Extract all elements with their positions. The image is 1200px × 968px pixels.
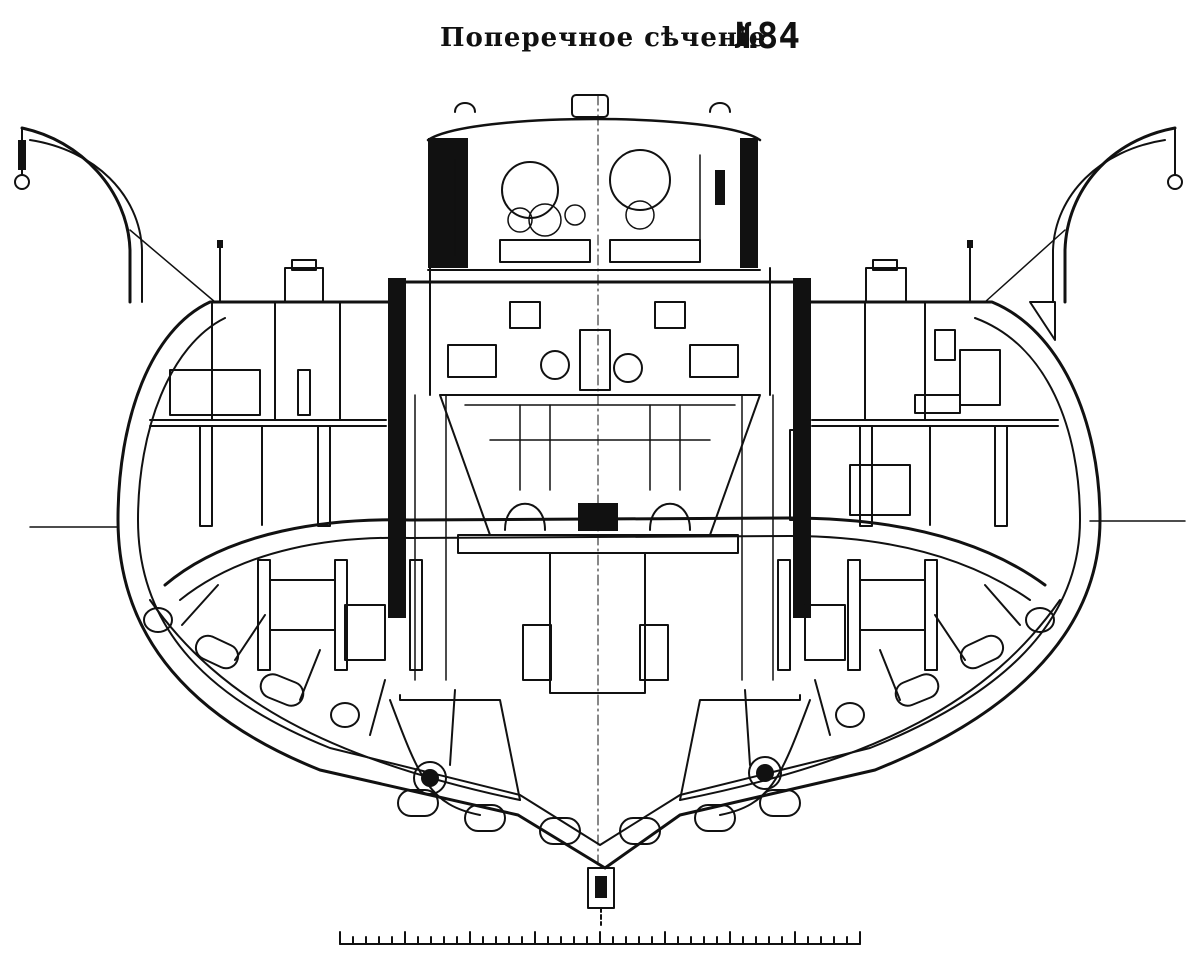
double-bottom bbox=[143, 584, 1061, 845]
waterline bbox=[29, 520, 1186, 528]
deck-fittings bbox=[217, 240, 973, 303]
title-main: Поперечное сѣченіе bbox=[440, 23, 766, 53]
title-number: №84 bbox=[734, 16, 800, 57]
drawing-title: Поперечное сѣченіе №84 bbox=[440, 16, 800, 57]
decks-and-compartments bbox=[149, 301, 1059, 671]
barbette bbox=[388, 267, 811, 694]
scale-bar bbox=[339, 931, 861, 945]
turret bbox=[426, 94, 762, 271]
boat-davit-starboard bbox=[984, 126, 1183, 341]
keel bbox=[587, 867, 615, 926]
boat-davit-port bbox=[14, 126, 216, 304]
